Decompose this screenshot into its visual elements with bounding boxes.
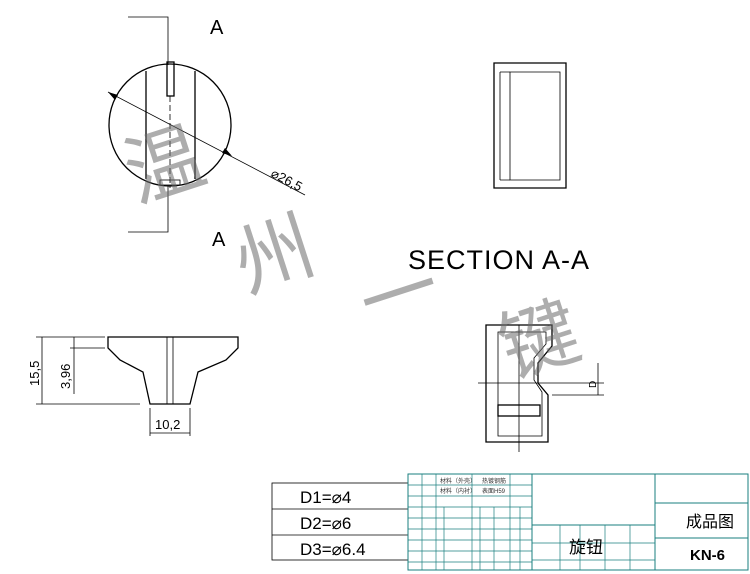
- watermark-char-1: 温: [114, 111, 216, 221]
- diameter-leader: [107, 91, 306, 196]
- section-line-bottom: [128, 186, 169, 233]
- drawing-type: 成品图: [686, 513, 734, 531]
- part-name: 旋钮: [569, 538, 603, 557]
- model-number: KN-6: [690, 547, 725, 564]
- indicator-mark: [166, 61, 175, 97]
- dim-table-row-2: D2=⌀6: [300, 514, 351, 533]
- section-outline-view: [493, 62, 567, 189]
- watermark-char-4: 键: [489, 286, 591, 396]
- section-mark-bottom: A: [212, 229, 226, 251]
- section-dim-d: D: [588, 381, 599, 388]
- knob-side-outline: [107, 336, 239, 405]
- material-outer-label: 材料（外壳）: [440, 477, 476, 485]
- side-view: 15,5 3,96 10,2: [27, 336, 239, 436]
- dimensions-table: D1=⌀4 D2=⌀6 D3=⌀6.4: [271, 482, 409, 561]
- lip-profile: [499, 71, 510, 181]
- diameter-arrow-1: [108, 92, 118, 100]
- section-title: SECTION A-A: [408, 245, 590, 275]
- section-line-top: [128, 16, 169, 65]
- finish-label: 热镀钢筋: [482, 477, 506, 485]
- section-inner: [497, 331, 547, 437]
- dim-height-top: 3,96: [58, 364, 73, 389]
- diameter-arrow-2: [222, 148, 232, 156]
- dim-height-total: 15,5: [27, 361, 42, 386]
- outer-profile: [493, 62, 567, 189]
- section-mark-top: A: [210, 17, 224, 39]
- top-view: A A ⌀26,5: [107, 16, 306, 251]
- surface-label: 表面H59: [482, 487, 506, 495]
- title-block-frame: [407, 473, 749, 571]
- diameter-label: ⌀26,5: [269, 165, 305, 194]
- bottom-notch: [159, 179, 181, 186]
- title-block: 材料（外壳） 热镀钢筋 材料（内衬） 表面H59 旋钮 成品图 KN-6: [407, 473, 749, 571]
- inner-profile: [509, 71, 561, 181]
- section-view: D: [478, 324, 604, 452]
- watermark-char-2: 州: [224, 201, 326, 311]
- material-inner-label: 材料（内衬）: [440, 487, 476, 495]
- dim-width-bottom: 10,2: [155, 417, 180, 432]
- dim-table-row-1: D1=⌀4: [300, 488, 351, 507]
- dim-table-row-3: D3=⌀6.4: [300, 540, 366, 559]
